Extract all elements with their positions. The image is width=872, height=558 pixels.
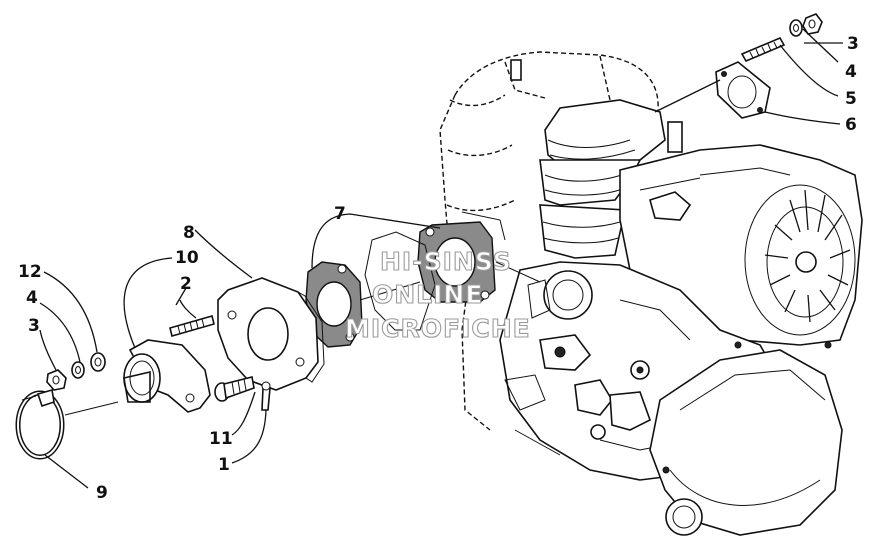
nut-3-top [802, 13, 823, 35]
screw-11 [214, 376, 255, 402]
callout-3-top: 3 [847, 34, 859, 54]
watermark-line-2: ONLINE [372, 280, 483, 309]
drain-cap [665, 498, 703, 536]
callout-numbers: 3 4 5 6 7 8 10 2 12 4 3 11 1 9 [18, 34, 859, 503]
engine-assembly [439, 51, 863, 536]
washer-4-top [789, 19, 803, 37]
watermark: HI-SINSS ONLINE MICROFICHE [344, 246, 531, 343]
leader-lines [39, 28, 843, 489]
callout-12: 12 [18, 262, 42, 282]
washer-4-left [71, 361, 85, 379]
washer-12 [90, 352, 106, 372]
callout-8: 8 [183, 223, 195, 243]
callout-1: 1 [218, 455, 230, 475]
watermark-line-1: HI-SINSS [380, 247, 512, 276]
spacer-plate-outline [364, 231, 436, 331]
callout-11: 11 [209, 429, 233, 449]
callout-6: 6 [845, 115, 857, 135]
callout-2: 2 [180, 274, 192, 294]
callout-9: 9 [96, 483, 108, 503]
fan-grill [744, 184, 856, 336]
housing-bracket [649, 191, 692, 221]
phantom-stud [510, 59, 522, 81]
callout-5: 5 [845, 89, 857, 109]
spark-plug-boss [667, 121, 683, 153]
callout-4-top: 4 [845, 62, 857, 82]
callout-10: 10 [175, 248, 199, 268]
intake-flange-8 [217, 277, 325, 391]
exhaust-gasket-6 [715, 61, 771, 119]
cylinder-lower [539, 204, 626, 259]
intake-port [543, 270, 593, 320]
watermark-line-3: MICROFICHE [345, 314, 531, 343]
pin-1 [261, 381, 271, 411]
stud-2 [169, 315, 215, 337]
callout-3-left: 3 [28, 316, 40, 336]
nut-3-left [46, 369, 67, 391]
flywheel-cover [649, 349, 843, 536]
stud-5 [740, 36, 786, 63]
callout-4-left: 4 [26, 288, 38, 308]
callout-7: 7 [334, 204, 346, 224]
gasket-7-rear [417, 221, 496, 303]
clamp-9 [15, 388, 65, 460]
intake-adaptor-10 [123, 339, 211, 413]
